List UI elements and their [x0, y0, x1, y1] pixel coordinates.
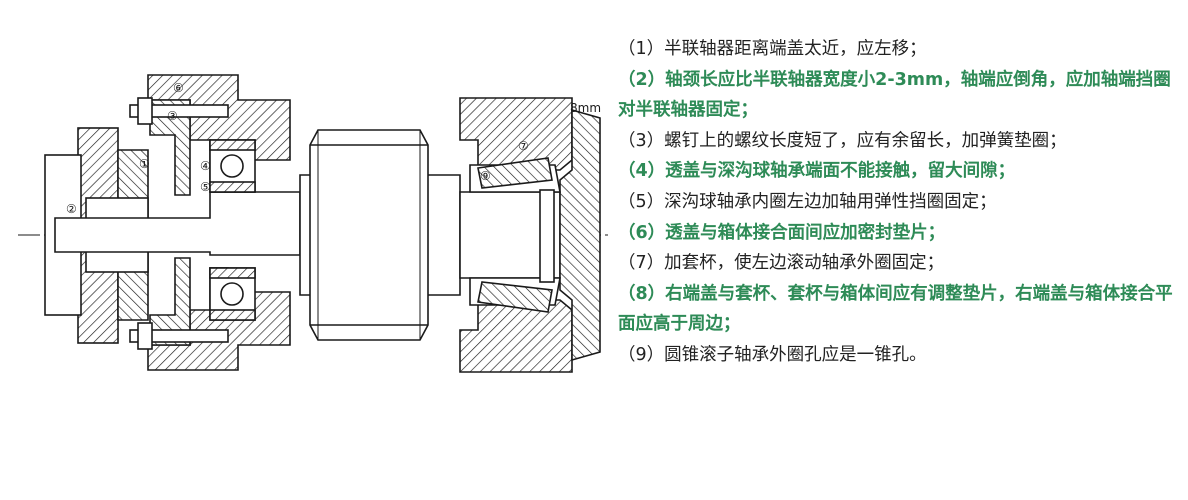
callout-5: ⑤	[200, 180, 211, 194]
note-8: （8）右端盖与套杯、套杯与箱体间应有调整垫片，右端盖与箱体接合平面应高于周边；	[618, 283, 1173, 335]
note-3: （3）螺钉上的螺纹长度短了，应有余留长，加弹簧垫圈；	[618, 130, 1067, 151]
note-4: （4）透盖与深沟球轴承端面不能接触，留大间隙；	[618, 161, 1016, 182]
note-6: （6）透盖与箱体接合面间应加密封垫片；	[618, 222, 946, 243]
tapered-roller-bearing	[469, 157, 561, 313]
callout-4: ④	[200, 159, 211, 173]
note-1: （1）半联轴器距离端盖太近，应左移；	[618, 39, 927, 59]
correction-notes-list: （1）半联轴器距离端盖太近，应左移； （2）轴颈长应比半联轴器宽度小2-3mm，…	[618, 34, 1180, 371]
shaft-assembly-drawing: ① ② ③ ④ ⑤ ⑥ ⑦ 8mm ⑨	[18, 74, 612, 373]
callout-7: ⑦	[518, 139, 529, 153]
deep-groove-ball-bearing	[209, 139, 256, 321]
callout-1: ①	[139, 157, 150, 171]
gear	[309, 129, 429, 341]
callout-6: ⑥	[173, 81, 184, 95]
callout-9: ⑨	[480, 169, 491, 183]
callout-8mm: 8mm	[570, 101, 601, 115]
note-7: （7）加套杯，使左边滚动轴承外圈固定；	[618, 253, 945, 274]
note-5: （5）深沟球轴承内圈左边加轴用弹性挡圈固定；	[618, 191, 997, 212]
note-9: （9）圆锥滚子轴承外圈孔应是一锥孔。	[618, 344, 927, 365]
callout-3: ③	[167, 109, 178, 123]
callout-2: ②	[66, 202, 77, 216]
note-2: （2）轴颈长应比半联轴器宽度小2-3mm，轴端应倒角，应加轴端挡圈对半联轴器固定…	[618, 69, 1171, 121]
